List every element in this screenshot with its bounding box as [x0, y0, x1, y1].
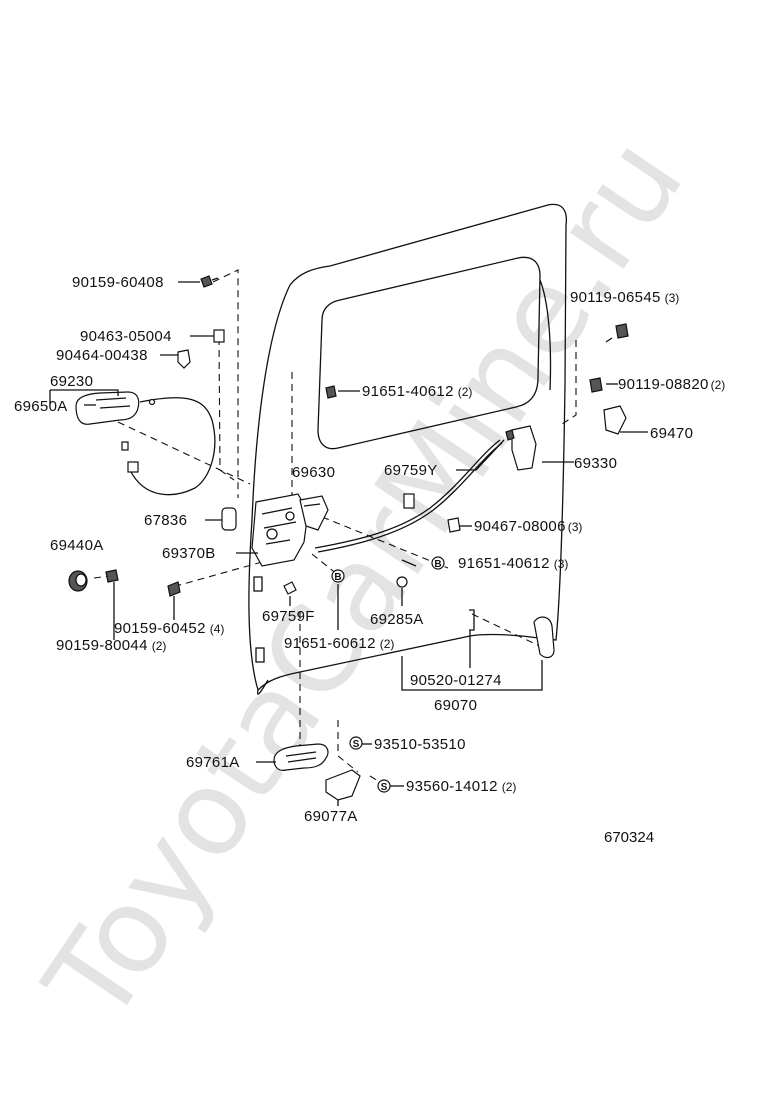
callout-b-1: B [431, 556, 445, 570]
leader-lines [49, 281, 648, 806]
label-91651-40612-top: 91651-40612(2) [362, 383, 472, 400]
door-lock-assembly-icon [251, 493, 329, 567]
label-69070: 69070 [434, 697, 477, 714]
label-69650A: 69650A [14, 398, 68, 415]
label-93560-14012: 93560-14012(2) [406, 778, 516, 795]
bolt-icon [505, 429, 515, 441]
screw-icon [167, 581, 181, 597]
latch-icon [511, 425, 537, 471]
label-90463-05004: 90463-05004 [80, 328, 172, 345]
part-shapes [68, 275, 629, 801]
clip-icon [403, 493, 415, 509]
label-69370B: 69370B [162, 545, 216, 562]
svg-text:B: B [434, 559, 441, 570]
diagram-id: 670324 [604, 829, 654, 846]
callout-s-2: S [377, 779, 391, 793]
clip-icon [283, 581, 297, 595]
label-90464-00438: 90464-00438 [56, 347, 148, 364]
callout-s-1: S [349, 736, 363, 750]
label-69630: 69630 [292, 464, 335, 481]
label-67836: 67836 [144, 512, 187, 529]
label-90159-80044: 90159-80044(2) [56, 637, 166, 654]
cover-cap-icon [68, 570, 88, 592]
label-93510-53510: 93510-53510 [374, 736, 466, 753]
label-69759F: 69759F [262, 608, 315, 625]
label-69330: 69330 [574, 455, 617, 472]
svg-text:S: S [353, 739, 360, 750]
striker-icon [533, 616, 555, 659]
outside-handle-icon [75, 391, 156, 425]
label-69759Y: 69759Y [384, 462, 438, 479]
label-69440A: 69440A [50, 537, 104, 554]
bolt-icon [605, 323, 629, 343]
hinge-icon [603, 405, 627, 435]
screw-icon [200, 275, 219, 288]
cables [129, 397, 503, 553]
cable-end-icon [121, 441, 129, 451]
bumper-icon [221, 507, 237, 531]
watermark: ToyotaCarMine.ru [18, 114, 709, 1047]
label-69470: 69470 [650, 425, 693, 442]
inside-handle-icon [273, 743, 329, 771]
svg-text:B: B [334, 572, 341, 583]
bolt-icon [325, 385, 337, 399]
callout-b-2: B [331, 569, 345, 583]
label-90467-08006: 90467-08006(3) [474, 518, 582, 535]
label-69761A: 69761A [186, 754, 240, 771]
sliding-door-panel [248, 203, 568, 695]
label-69230: 69230 [50, 373, 93, 390]
clip-icon [177, 349, 191, 369]
label-69077A: 69077A [304, 808, 358, 825]
label-90520-01274: 90520-01274 [410, 672, 502, 689]
bracket-icon [325, 769, 361, 801]
label-90119-06545: 90119-06545(3) [570, 289, 679, 306]
label-90159-60452: 90159-60452(4) [114, 620, 224, 637]
label-69285A: 69285A [370, 611, 424, 628]
label-90159-60408: 90159-60408 [72, 274, 164, 291]
bolt-icon [589, 377, 603, 393]
grommet-icon [396, 576, 408, 588]
part-labels: 90159-60408 90463-05004 90464-00438 6923… [14, 274, 725, 846]
svg-text:S: S [381, 782, 388, 793]
label-91651-40612-mid: 91651-40612(3) [458, 555, 568, 572]
cable-end-icon [127, 461, 139, 473]
label-91651-60612: 91651-60612(2) [284, 635, 394, 652]
clip-icon [213, 329, 225, 343]
clamp-icon [447, 517, 461, 533]
label-90119-08820: 90119-08820(2) [618, 376, 725, 393]
screw-icon [105, 569, 119, 583]
